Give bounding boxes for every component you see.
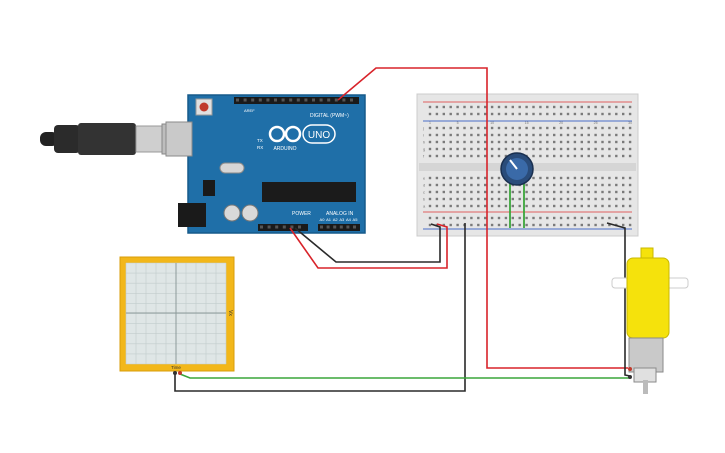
breadboard-row-label: g bbox=[423, 147, 425, 152]
power-label: POWER bbox=[292, 211, 311, 217]
wire-red-signal[interactable] bbox=[337, 67, 628, 369]
arduino-uno-board[interactable]: UNO ARDUINO DIGITAL (PWM~) POWER ANALOG … bbox=[165, 94, 366, 234]
dc-motor[interactable] bbox=[611, 247, 689, 394]
motor-terminal-neg[interactable] bbox=[628, 375, 632, 379]
breadboard-column-label: 1 bbox=[429, 121, 431, 125]
breadboard-row-label: e bbox=[423, 176, 426, 181]
analog-pin-label: A1 bbox=[326, 217, 332, 222]
wire-black-motor[interactable] bbox=[606, 222, 631, 377]
analog-header bbox=[318, 224, 360, 231]
motor-terminal-pos[interactable] bbox=[628, 367, 632, 371]
aref-label: AREF bbox=[244, 108, 255, 113]
usb-jack bbox=[165, 121, 193, 157]
capacitor bbox=[223, 204, 241, 222]
potentiometer[interactable] bbox=[500, 152, 534, 186]
breadboard-row-label: a bbox=[423, 204, 426, 209]
digital-label: DIGITAL (PWM~) bbox=[310, 113, 349, 119]
analog-pin-label: A2 bbox=[333, 217, 339, 222]
tx-label: TX bbox=[257, 138, 263, 143]
scope-axis-label: Vx bbox=[227, 310, 233, 316]
board-logo-text: ARDUINO bbox=[273, 146, 296, 152]
breadboard-row-label: f bbox=[423, 154, 425, 159]
wires bbox=[174, 67, 631, 392]
breadboard-column-label: 25 bbox=[594, 121, 598, 125]
atmega-chip bbox=[262, 182, 356, 202]
oscilloscope[interactable]: Vx Time bbox=[119, 256, 235, 375]
breadboard-column-label: 5 bbox=[457, 121, 459, 125]
rx-label: RX bbox=[257, 145, 263, 150]
breadboard-column-label: 30 bbox=[628, 121, 632, 125]
analog-pin-label: A0 bbox=[320, 217, 326, 222]
wire-red-5v[interactable] bbox=[289, 223, 448, 269]
analog-pin-label: A5 bbox=[353, 217, 359, 222]
scope-time-label: Time bbox=[171, 365, 181, 370]
breadboard-column-label: 20 bbox=[559, 121, 563, 125]
wire-green-scope[interactable] bbox=[179, 373, 630, 379]
breadboard-row-label: h bbox=[423, 140, 425, 145]
wire-black-scope[interactable] bbox=[174, 223, 466, 392]
board-model: UNO bbox=[308, 130, 330, 141]
arduino-logo bbox=[268, 124, 336, 144]
analog-pin-label: A4 bbox=[346, 217, 352, 222]
breadboard-row-label: c bbox=[423, 190, 425, 195]
scope-terminal-neg[interactable] bbox=[173, 371, 177, 375]
wire-black-gnd[interactable] bbox=[294, 223, 441, 263]
breadboard-column-label: 10 bbox=[490, 121, 494, 125]
digital-header bbox=[234, 97, 359, 104]
breadboard-row-label: i bbox=[423, 133, 424, 138]
breadboard-row-label: j bbox=[422, 126, 424, 131]
crystal bbox=[219, 162, 245, 174]
analog-pin-label: A3 bbox=[339, 217, 345, 222]
power-jack bbox=[178, 203, 206, 227]
capacitor bbox=[241, 204, 259, 222]
breadboard-column-label: 15 bbox=[525, 121, 529, 125]
analog-label: ANALOG IN bbox=[326, 211, 354, 217]
scope-terminal-pos[interactable] bbox=[178, 371, 182, 375]
breadboard-row-label: d bbox=[423, 183, 425, 188]
breadboard-row-label: b bbox=[423, 197, 426, 202]
